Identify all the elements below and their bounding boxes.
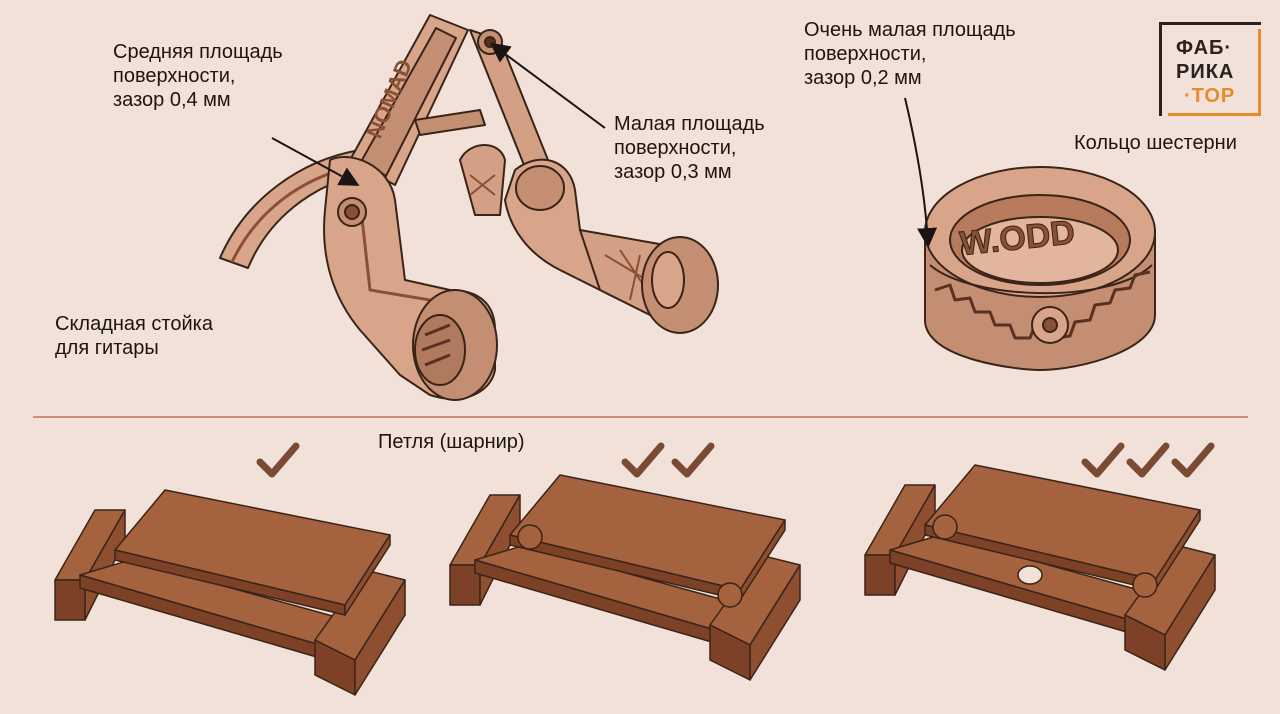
arrow-medium-area — [271, 137, 360, 186]
label-small-area: Малая площадь поверхности, зазор 0,3 мм — [614, 113, 765, 183]
label-hinge: Петля (шарнир) — [378, 431, 525, 453]
logo-line-1: ФАБ· — [1176, 37, 1233, 59]
check-mark-2-2 — [671, 442, 715, 478]
check-mark-2-1 — [621, 442, 665, 478]
check-mark-3-2 — [1126, 442, 1170, 478]
label-guitar-stand: Складная стойка для гитары — [55, 313, 213, 359]
hinge-example-2 — [449, 474, 801, 681]
hinge-examples — [54, 464, 1216, 696]
label-medium-area: Средняя площадь поверхности, зазор 0,4 м… — [113, 41, 283, 111]
logo-line-2: РИКА — [1176, 61, 1235, 83]
arrow-very-small-area — [904, 97, 938, 248]
check-mark-1-1 — [256, 442, 300, 478]
hinge-rating-checks — [256, 442, 1215, 478]
check-mark-3-3 — [1171, 442, 1215, 478]
hinge-example-1 — [54, 489, 406, 696]
logo-line-3: ·ТОР — [1184, 85, 1236, 107]
check-mark-3-1 — [1081, 442, 1125, 478]
arrow-small-area — [489, 42, 606, 129]
label-gear-ring: Кольцо шестерни — [1074, 132, 1237, 154]
label-very-small-area: Очень малая площадь поверхности, зазор 0… — [804, 19, 1016, 89]
gear-ring-illustration — [924, 166, 1156, 371]
hinge-example-3 — [864, 464, 1216, 671]
guitar-stand-illustration — [219, 14, 719, 401]
fabrika-tor-logo: ФАБ· РИКА ·ТОР — [1159, 22, 1261, 116]
